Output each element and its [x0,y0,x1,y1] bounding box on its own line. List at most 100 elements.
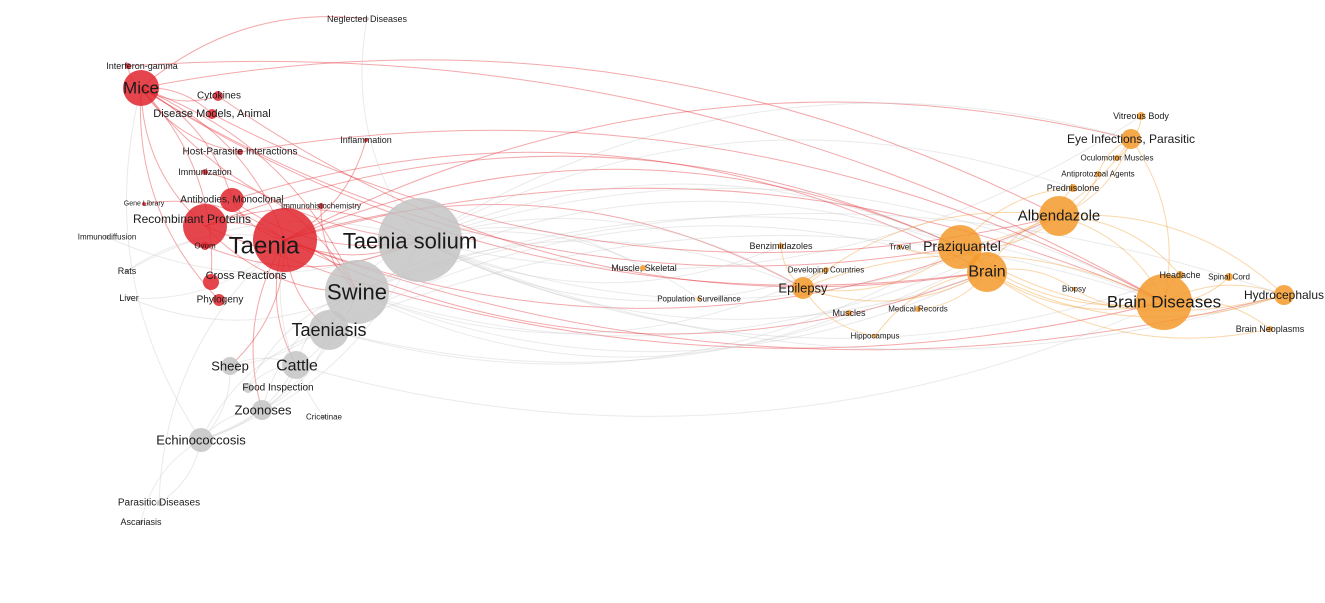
edge-taenia-solium-vitreous [419,115,1142,270]
node-ovum[interactable] [201,242,209,250]
label-swine: Swine [327,280,387,305]
node-immunization[interactable] [202,169,208,175]
label-hydrocephalus: Hydrocephalus [1244,288,1324,302]
label-epilepsy: Epilepsy [778,281,828,296]
edge-mice-taenia-solium [140,87,421,241]
node-epilepsy[interactable] [792,277,814,299]
edge-taenia-solium-headache [419,239,1181,339]
edge-swine-muscles [356,291,850,358]
label-phylogeny: Phylogeny [197,295,244,306]
node-recombinant[interactable] [183,204,227,248]
label-taenia-solium: Taenia solium [343,229,478,254]
label-brain-diseases: Brain Diseases [1107,293,1221,312]
edge-antibodies-brain [231,151,988,273]
label-taenia: Taenia [229,233,300,260]
node-antibodies[interactable] [220,188,244,212]
node-cytokines[interactable] [213,91,223,101]
edge-swine-hydrocephalus [356,213,1285,296]
label-rats: Rats [118,266,137,276]
label-zoonoses: Zoonoses [234,403,292,418]
node-zoonoses[interactable] [252,400,272,420]
edge-taenia-solium-praziquantel [419,183,961,248]
label-mice: Mice [123,79,159,98]
node-albendazole[interactable] [1039,196,1079,236]
label-muscles: Muscles [832,308,866,318]
node-praziquantel[interactable] [938,225,982,269]
label-ovum: Ovum [194,242,216,251]
edge-albendazole-epilepsy [802,211,1060,289]
edge-swine-developing [356,269,827,334]
label-brain: Brain [968,264,1005,281]
label-muscle-skeletal: Muscle, Skeletal [611,263,677,273]
node-mice[interactable] [123,70,159,106]
label-recombinant: Recombinant Proteins [133,212,251,226]
edge-interferon-brain-diseases [127,60,1165,303]
node-headache[interactable] [1176,271,1184,279]
node-muscles[interactable] [846,310,852,316]
node-brain[interactable] [967,252,1007,292]
label-disease-models: Disease Models, Animal [153,108,270,120]
node-brain-neoplasms[interactable] [1267,326,1273,332]
node-population-surv[interactable] [697,297,701,301]
edge-taeniasis-brain [328,225,988,331]
edge-taeniasis-albendazole [328,215,1060,363]
node-taenia[interactable] [253,208,317,272]
node-vitreous[interactable] [1137,112,1145,120]
edge-taenia-solium-prednisolone [419,139,1074,241]
node-parasitic-diseases[interactable] [156,500,162,506]
label-headache: Headache [1159,270,1200,280]
node-food-inspection[interactable] [243,383,253,393]
edge-taenia-epilepsy [284,204,804,289]
node-neglected[interactable] [365,17,369,21]
label-neglected: Neglected Diseases [327,14,408,24]
node-spinal-cord[interactable] [1225,273,1233,281]
label-population-surv: Population Surveillance [657,295,741,304]
node-antiprotozoal[interactable] [1095,171,1101,177]
node-gene-library[interactable] [142,202,146,206]
node-inflammation[interactable] [364,138,368,142]
node-benzimidazoles[interactable] [778,243,784,249]
node-medical-records[interactable] [915,306,921,312]
node-travel[interactable] [898,245,902,249]
node-phylogeny[interactable] [213,294,225,306]
node-host-parasite[interactable] [237,149,243,155]
node-muscle-skeletal[interactable] [640,265,646,271]
node-hydrocephalus[interactable] [1274,285,1294,305]
edge-taenia-solium-developing [419,239,827,302]
node-echinococcosis[interactable] [189,428,213,452]
node-immunohisto[interactable] [318,203,324,209]
node-taenia-solium[interactable] [378,198,462,282]
edge-immunodiffusion-taenia-solium [106,236,421,274]
label-echinococcosis: Echinococcosis [156,433,246,448]
node-biopsy[interactable] [1072,287,1076,291]
edge-brain-brain-neoplasms [986,271,1271,339]
node-prednisolone[interactable] [1069,184,1077,192]
node-cricetinae[interactable] [322,415,326,419]
label-benzimidazoles: Benzimidazoles [749,241,813,251]
node-brain-diseases[interactable] [1136,274,1192,330]
label-cattle: Cattle [276,358,318,375]
node-taeniasis[interactable] [309,310,349,350]
edge-taenia-solium-benzimidazoles [419,239,782,284]
node-swine[interactable] [325,260,389,324]
node-eye-infections[interactable] [1121,129,1141,149]
node-cross-reactions[interactable] [203,274,219,290]
node-interferon[interactable] [125,63,131,69]
node-liver[interactable] [127,296,131,300]
node-developing[interactable] [823,267,829,273]
node-hippocampus[interactable] [873,334,877,338]
label-parasitic-diseases: Parasitic Diseases [118,498,200,509]
node-ascariasis[interactable] [139,520,143,524]
node-cattle[interactable] [282,351,310,379]
node-immunodiffusion[interactable] [105,235,109,239]
label-praziquantel: Praziquantel [923,238,1001,254]
label-eye-infections: Eye Infections, Parasitic [1067,132,1195,146]
edge-mice-neglected [140,16,368,89]
label-cricetinae: Cricetinae [306,413,343,422]
node-disease-models[interactable] [207,109,217,119]
label-gene-library: Gene Library [124,201,165,208]
node-rats[interactable] [125,269,129,273]
node-oculomotor[interactable] [1114,155,1120,161]
node-sheep[interactable] [221,357,239,375]
